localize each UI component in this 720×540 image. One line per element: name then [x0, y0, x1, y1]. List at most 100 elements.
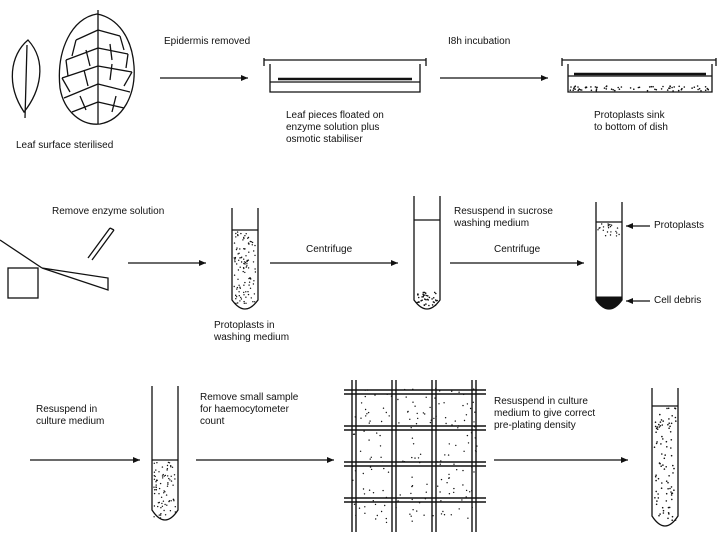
stipple-dot: [251, 244, 253, 246]
stipple-dot: [244, 281, 246, 284]
stipple-dot: [674, 519, 677, 521]
stipple-dot: [170, 466, 172, 468]
stipple-dot: [409, 418, 411, 420]
stipple-dot: [374, 394, 376, 396]
stipple-dot: [424, 294, 426, 296]
label-leaf-pieces-line2: enzyme solution plus: [286, 122, 380, 133]
stipple-dot: [411, 485, 414, 487]
stipple-dot: [610, 88, 613, 90]
stipple-dot: [700, 90, 702, 92]
stipple-dot: [363, 493, 366, 495]
stipple-dot: [247, 237, 249, 239]
stipple-dot: [411, 498, 413, 501]
stipple-dot: [656, 500, 658, 502]
stipple-dot: [675, 420, 677, 422]
stipple-dot: [155, 481, 157, 483]
stipple-dot: [597, 229, 599, 231]
label-remove-enzyme: Remove enzyme solution: [52, 206, 165, 217]
stipple-dot: [465, 489, 468, 492]
stipple-dot: [250, 241, 253, 243]
stipple-dot: [662, 464, 664, 466]
stipple-dot: [448, 493, 451, 495]
stipple-dot: [244, 263, 246, 265]
stipple-dot: [411, 437, 414, 439]
label-protoplasts-washing-line1: Protoplasts in: [214, 320, 275, 331]
stipple-dot: [376, 432, 378, 434]
stipple-dot: [372, 500, 374, 502]
stipple-dot: [668, 422, 670, 425]
stipple-dot: [590, 86, 592, 88]
label-remove-sample-line2: for haemocytometer: [200, 404, 289, 415]
petri-dish-sunk: [561, 58, 717, 93]
stipple-dot: [672, 90, 674, 92]
stipple-dot: [654, 421, 657, 424]
stipple-dot: [662, 85, 664, 88]
stipple-dot: [448, 477, 450, 479]
stipple-dot: [678, 85, 680, 88]
stipple-dot: [367, 411, 370, 414]
stipple-dot: [573, 87, 575, 90]
stipple-dot: [172, 498, 175, 500]
stipple-dot: [160, 507, 162, 509]
stipple-dot: [407, 411, 409, 413]
stipple-dot: [423, 304, 426, 306]
stipple-dot: [458, 391, 460, 393]
label-protoplasts-washing-line2: washing medium: [214, 332, 290, 343]
stipple-dot: [166, 485, 169, 487]
stipple-dot: [594, 86, 597, 88]
stipple-dot: [614, 89, 616, 92]
stipple-dot: [165, 494, 168, 496]
stipple-dot: [448, 473, 450, 476]
stipple-dot: [160, 496, 163, 498]
stipple-dot: [616, 227, 619, 229]
stipple-dot: [602, 229, 604, 231]
stipple-dot: [369, 458, 371, 460]
stipple-dot: [469, 491, 471, 493]
stipple-dot: [612, 89, 614, 91]
stipple-dot: [384, 504, 386, 507]
stipple-dot: [372, 492, 375, 494]
stipple-dot: [463, 419, 466, 422]
stipple-dot: [439, 491, 441, 493]
label-leaf-pieces-line1: Leaf pieces floated on: [286, 110, 384, 121]
stipple-dot: [238, 295, 240, 297]
stipple-dot: [240, 257, 242, 259]
stipple-dot: [610, 231, 612, 233]
stipple-dot: [240, 261, 243, 263]
stipple-dot: [365, 415, 367, 417]
stipple-dot: [249, 287, 252, 289]
stipple-dot: [670, 494, 673, 496]
stipple-dot: [244, 271, 246, 274]
stipple-dot: [466, 434, 469, 437]
stipple-dot: [252, 301, 254, 303]
stipple-dot: [239, 300, 241, 302]
stipple-dot: [162, 473, 164, 476]
stipple-dot: [234, 259, 236, 261]
stipple-dot: [358, 507, 361, 509]
stipple-dot: [584, 86, 587, 89]
stipple-dot: [353, 503, 356, 505]
stipple-dot: [608, 224, 610, 226]
stipple-dot: [233, 274, 236, 276]
stipple-dot: [646, 89, 649, 92]
stipple-dot: [153, 462, 155, 464]
veined-leaf-icon: [58, 10, 135, 125]
label-incubation: I8h incubation: [448, 36, 511, 47]
stipple-dot: [654, 497, 656, 499]
stipple-dot: [669, 487, 671, 490]
stipple-dot: [161, 505, 164, 507]
stipple-dot: [650, 85, 653, 88]
stipple-dot: [166, 504, 168, 506]
stipple-dot: [467, 517, 469, 519]
stipple-dot: [596, 86, 598, 89]
stipple-dot: [170, 475, 172, 477]
stipple-dot: [247, 291, 249, 293]
stipple-dot: [655, 442, 658, 445]
stipple-dot: [462, 469, 464, 472]
stipple-dot: [671, 515, 674, 518]
test-tube-washing: [231, 208, 259, 310]
stipple-dot: [414, 457, 416, 459]
stipple-dot: [656, 426, 659, 428]
